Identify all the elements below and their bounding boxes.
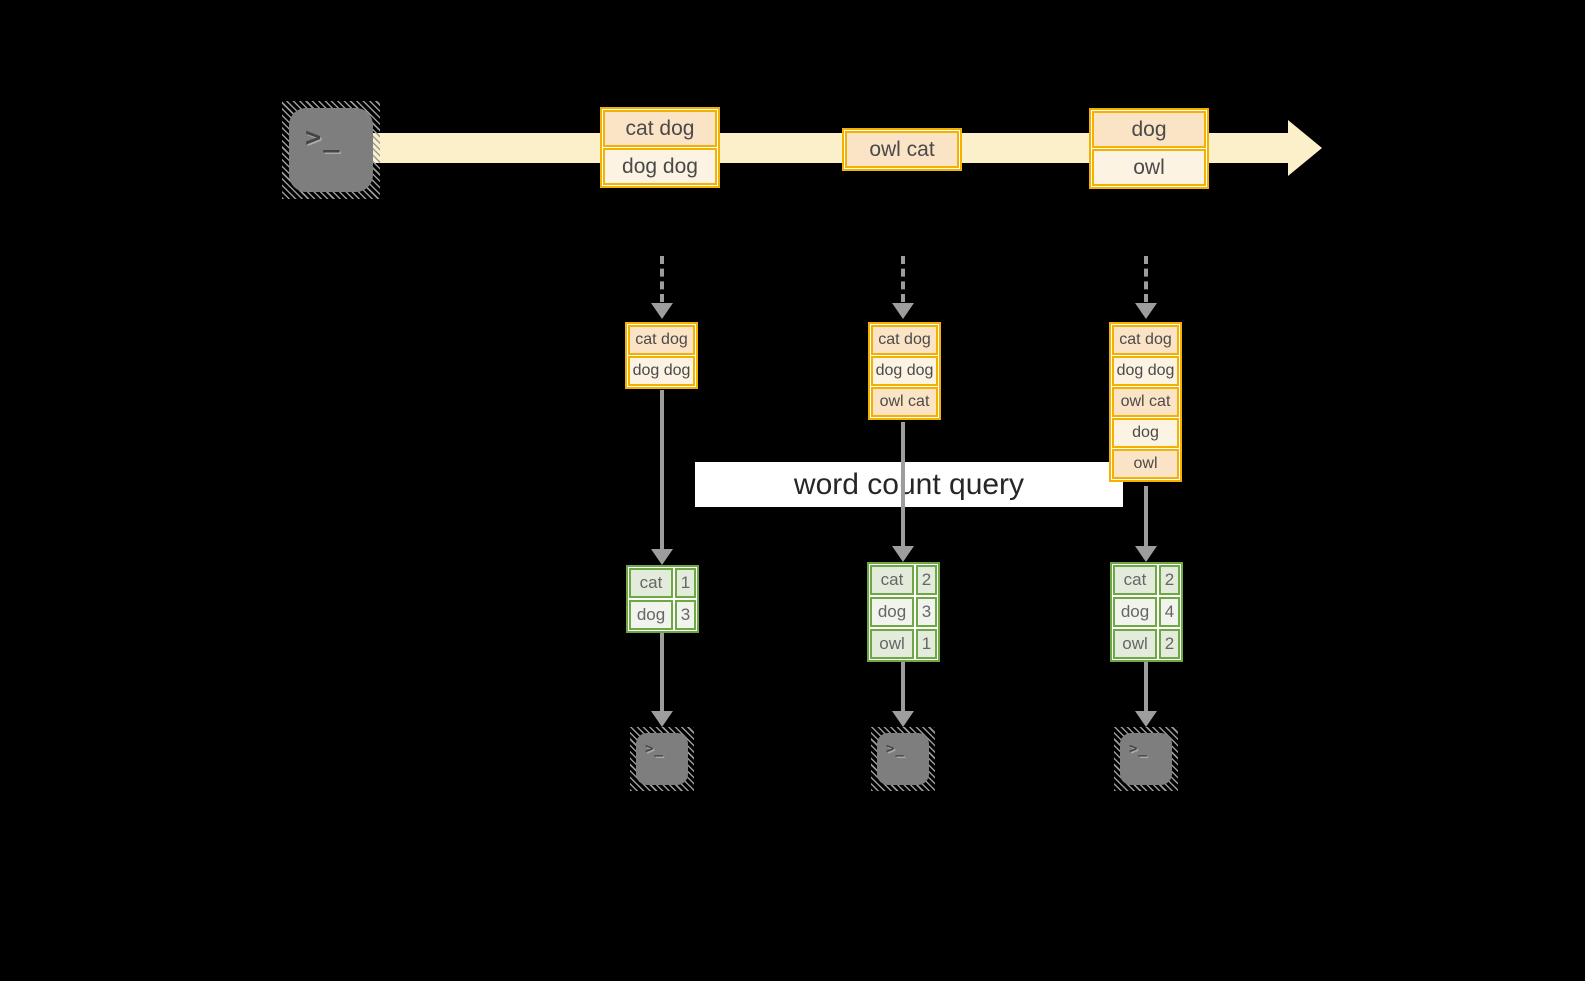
event-line: cat dog	[603, 110, 717, 147]
input-buffer-3: cat dog dog dog owl cat dog owl	[1109, 322, 1182, 482]
count-cell: 4	[1159, 597, 1180, 627]
terminal-screen: >_	[877, 733, 929, 785]
count-cell: 2	[1159, 565, 1180, 595]
arrow-line	[1144, 662, 1148, 711]
terminal-prompt-icon: >_	[886, 741, 905, 757]
terminal-prompt-icon: >_	[305, 122, 342, 153]
table-row: dog 3	[628, 599, 697, 631]
table-row: owl 2	[1112, 628, 1181, 660]
query-label-text: word count query	[793, 467, 1025, 501]
dashed-arrowhead-icon	[892, 303, 914, 319]
word-cell: dog	[629, 600, 673, 630]
dashed-arrow-line	[901, 256, 905, 302]
word-cell: owl	[1113, 629, 1157, 659]
table-row: cat 1	[628, 567, 697, 599]
arrowhead-icon	[892, 711, 914, 727]
table-row: cat 2	[1112, 564, 1181, 596]
buffer-line: cat dog	[628, 325, 695, 355]
word-cell: cat	[870, 565, 914, 595]
count-cell: 1	[675, 568, 696, 598]
event-line: owl cat	[845, 131, 959, 168]
buffer-line: owl	[1112, 449, 1179, 479]
source-terminal-screen: >_	[289, 108, 373, 192]
terminal-screen: >_	[1120, 733, 1172, 785]
word-cell: cat	[629, 568, 673, 598]
stream-arrowhead-icon	[1288, 120, 1322, 176]
count-table-2: cat 2 dog 3 owl 1	[867, 562, 940, 662]
count-cell: 3	[916, 597, 937, 627]
event-line: dog	[1092, 111, 1206, 148]
input-buffer-2: cat dog dog dog owl cat	[868, 322, 941, 420]
input-buffer-1: cat dog dog dog	[625, 322, 698, 389]
sink-terminal-icon-1: >_	[630, 727, 694, 791]
terminal-prompt-icon: >_	[645, 741, 664, 757]
buffer-line: dog dog	[1112, 356, 1179, 386]
event-line: owl	[1092, 149, 1206, 186]
query-label: word count query	[695, 462, 1123, 507]
buffer-line: cat dog	[1112, 325, 1179, 355]
dashed-arrow-line	[1144, 256, 1148, 302]
arrowhead-icon	[892, 546, 914, 562]
table-row: owl 1	[869, 628, 938, 660]
count-cell: 2	[1159, 629, 1180, 659]
source-terminal-icon: >_	[282, 101, 380, 199]
count-table-3: cat 2 dog 4 owl 2	[1110, 562, 1183, 662]
word-cell: owl	[870, 629, 914, 659]
buffer-line: owl cat	[1112, 387, 1179, 417]
buffer-line: owl cat	[871, 387, 938, 417]
arrowhead-icon	[651, 549, 673, 565]
table-row: cat 2	[869, 564, 938, 596]
dashed-arrow-line	[660, 256, 664, 302]
sink-terminal-icon-2: >_	[871, 727, 935, 791]
count-cell: 2	[916, 565, 937, 595]
count-table-1: cat 1 dog 3	[626, 565, 699, 633]
arrow-line	[901, 422, 905, 546]
event-line: dog dog	[603, 148, 717, 185]
arrowhead-icon	[651, 711, 673, 727]
stream-event-batch-1: cat dog dog dog	[600, 107, 720, 188]
arrow-line	[660, 390, 664, 549]
terminal-prompt-icon: >_	[1129, 741, 1148, 757]
buffer-line: dog	[1112, 418, 1179, 448]
stream-event-batch-2: owl cat	[842, 128, 962, 171]
terminal-screen: >_	[636, 733, 688, 785]
buffer-line: cat dog	[871, 325, 938, 355]
word-cell: dog	[870, 597, 914, 627]
dashed-arrowhead-icon	[1135, 303, 1157, 319]
word-cell: cat	[1113, 565, 1157, 595]
buffer-line: dog dog	[871, 356, 938, 386]
count-cell: 1	[916, 629, 937, 659]
sink-terminal-icon-3: >_	[1114, 727, 1178, 791]
stream-event-batch-3: dog owl	[1089, 108, 1209, 189]
dashed-arrowhead-icon	[651, 303, 673, 319]
count-cell: 3	[675, 600, 696, 630]
arrow-line	[660, 633, 664, 711]
table-row: dog 4	[1112, 596, 1181, 628]
buffer-line: dog dog	[628, 356, 695, 386]
word-cell: dog	[1113, 597, 1157, 627]
table-row: dog 3	[869, 596, 938, 628]
arrow-line	[1144, 486, 1148, 546]
arrowhead-icon	[1135, 546, 1157, 562]
arrow-line	[901, 662, 905, 711]
arrowhead-icon	[1135, 711, 1157, 727]
